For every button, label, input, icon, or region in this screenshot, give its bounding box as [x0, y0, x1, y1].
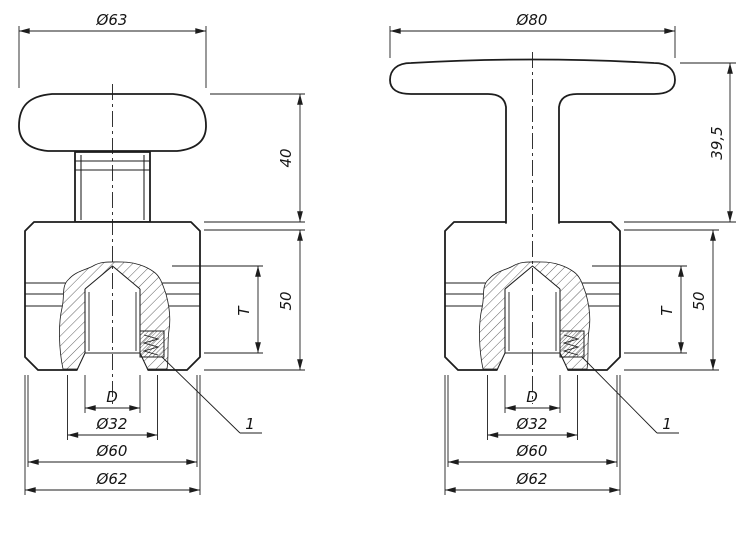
dim-label: 39,5	[708, 126, 726, 159]
leader-line	[161, 356, 241, 434]
dim-label: T	[658, 305, 676, 316]
dim-label: Ø32	[516, 415, 548, 433]
dim-right-thread-depth: T	[592, 265, 687, 354]
left-view: Ø63 40 50 T D	[18, 11, 305, 495]
leader-line	[581, 356, 658, 434]
dim-left-body-height: 50	[204, 229, 305, 371]
dim-label: Ø62	[96, 470, 128, 488]
dim-left-groove-diameter: Ø60	[27, 375, 198, 467]
dim-right-thread-diameter: D	[504, 375, 561, 413]
entry-chamfer	[76, 352, 86, 371]
entry-chamfer	[496, 352, 506, 371]
dim-label: T	[235, 305, 253, 316]
dim-right-top-diameter: Ø80	[389, 11, 676, 58]
callout-right: 1	[581, 356, 679, 434]
dim-label: 40	[277, 148, 295, 167]
dim-right-grip-height: 39,5	[624, 62, 736, 223]
callout-label: 1	[662, 415, 672, 433]
dim-left-inner-diameter: Ø32	[67, 375, 158, 440]
dim-label: Ø63	[96, 11, 128, 29]
dim-left-top-diameter: Ø63	[18, 11, 207, 88]
dim-label: Ø62	[516, 470, 548, 488]
dim-label: D	[526, 388, 538, 406]
dim-label: 50	[690, 291, 708, 310]
callout-left: 1	[161, 356, 262, 434]
spring-zigzag	[562, 334, 580, 356]
right-view: Ø80 39,5 50 T D	[389, 11, 736, 495]
locking-insert	[559, 330, 585, 358]
dim-right-inner-diameter: Ø32	[487, 375, 578, 440]
dim-label: Ø60	[96, 442, 128, 460]
locking-insert	[139, 330, 165, 358]
drill-cone	[504, 265, 561, 290]
dim-right-groove-diameter: Ø60	[447, 375, 618, 467]
dim-left-grip-height: 40	[204, 93, 305, 223]
dim-left-thread-depth: T	[172, 265, 263, 354]
dim-left-thread-diameter: D	[84, 375, 141, 413]
dim-label: Ø32	[96, 415, 128, 433]
callout-label: 1	[245, 415, 255, 433]
dim-label: 50	[277, 291, 295, 310]
spring-zigzag	[142, 334, 160, 356]
dim-left-outer-diameter: Ø62	[24, 375, 201, 495]
threaded-bore	[76, 265, 149, 372]
dim-label: Ø80	[516, 11, 548, 29]
dim-right-body-height: 50	[624, 229, 719, 371]
dim-label: D	[106, 388, 118, 406]
dim-label: Ø60	[516, 442, 548, 460]
dim-right-outer-diameter: Ø62	[444, 375, 621, 495]
